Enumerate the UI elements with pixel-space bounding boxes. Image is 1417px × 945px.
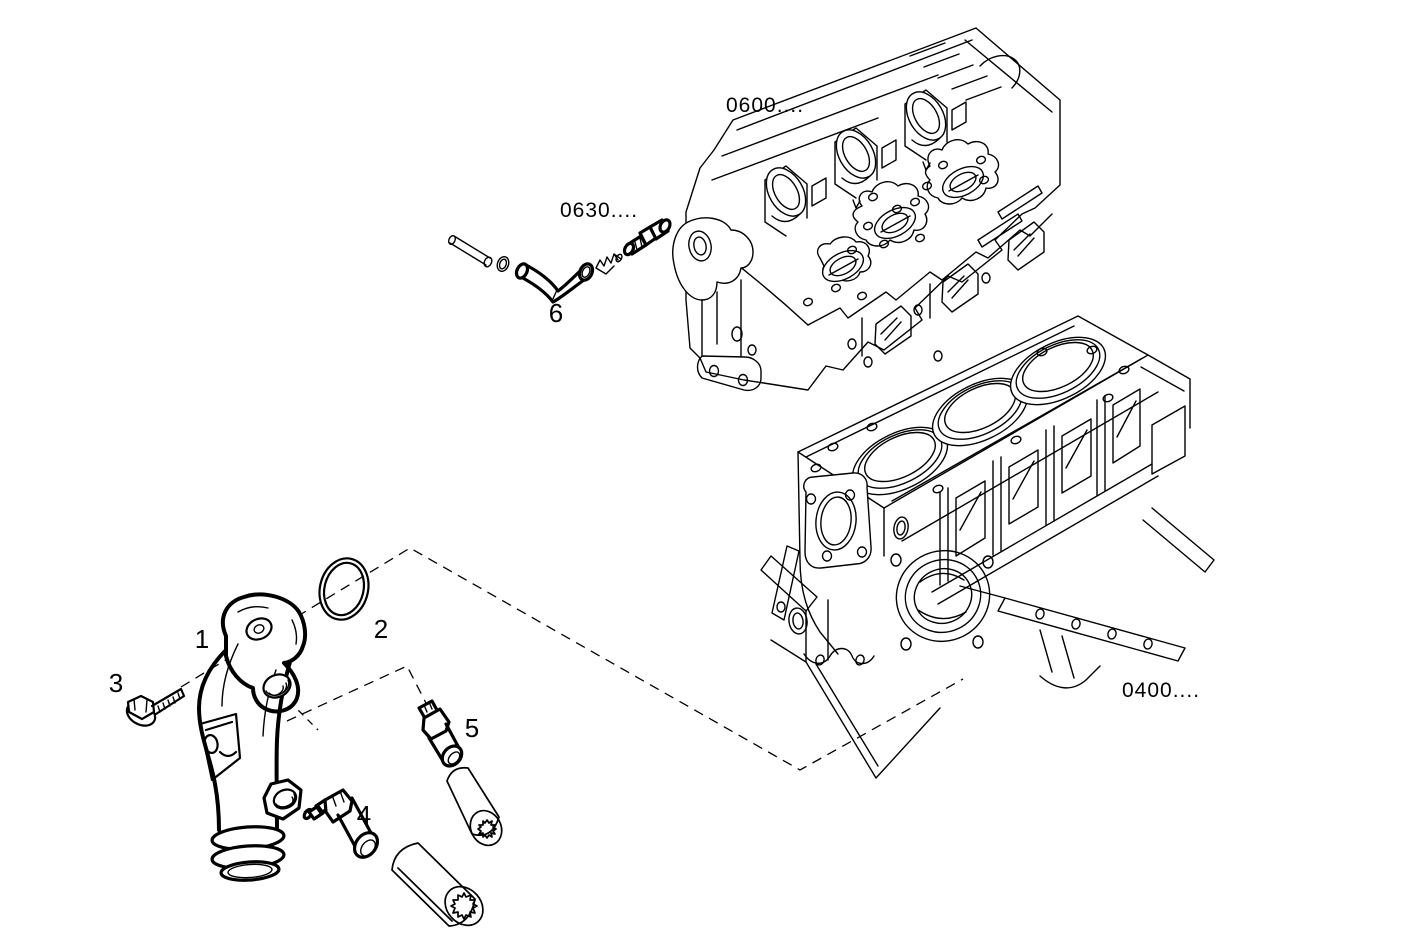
leader-port-short [279, 691, 319, 731]
head-left-face [672, 217, 762, 392]
threaded-union-plug [417, 699, 464, 768]
part-number-1: 1 [195, 624, 209, 654]
head-rib-marks [909, 42, 1002, 101]
group-label-0400: 0400.... [1122, 679, 1200, 702]
threaded-union-sensor [302, 788, 380, 859]
cylinder-head-drawing [672, 27, 1061, 392]
head-right-edge-inner [964, 39, 1053, 113]
head-gasket-pads [816, 139, 1000, 283]
head-roof-lines [711, 39, 973, 181]
socket-sleeve-large [391, 842, 484, 927]
block-oil-pan-rail [959, 585, 1186, 662]
elbow-bracket [198, 712, 242, 782]
leader-pipe-to-plug [286, 665, 429, 722]
part-number-6: 6 [549, 298, 563, 328]
group-label-0600: 0600.... [726, 94, 804, 117]
head-intake-ports [847, 185, 1045, 368]
straight-tube [447, 235, 493, 268]
flanged-hex-bolt [125, 687, 186, 727]
o-ring-seal [318, 557, 370, 621]
water-outlet-pipe-group [125, 557, 503, 927]
elbow-hose-end [210, 825, 286, 882]
part-number-3: 3 [109, 668, 123, 698]
part-number-2: 2 [374, 614, 388, 644]
vent-pipe-group [447, 218, 672, 304]
block-crankcase-ladder [901, 354, 1215, 689]
elbow-hex-boss [262, 778, 303, 821]
socket-sleeve-small [446, 766, 503, 847]
breather-valve-sensor [622, 218, 672, 257]
head-cam-towers [764, 54, 1021, 237]
block-front-face [760, 451, 994, 779]
retaining-ring [496, 256, 510, 272]
part-number-4: 4 [357, 800, 371, 830]
barbed-fitting [595, 253, 623, 275]
engine-block-drawing [760, 315, 1215, 779]
part-number-5: 5 [465, 713, 479, 743]
bent-pipe [514, 262, 595, 304]
labels: 0600.... 0630.... 0400.... 1 2 3 4 5 6 [109, 94, 1200, 830]
water-outlet-elbow-pipe [197, 592, 308, 882]
head-deck-holes [802, 155, 990, 307]
block-deck-holes [810, 345, 1130, 494]
block-cylinder-bores [851, 336, 1107, 496]
group-label-0630: 0630.... [560, 199, 638, 222]
